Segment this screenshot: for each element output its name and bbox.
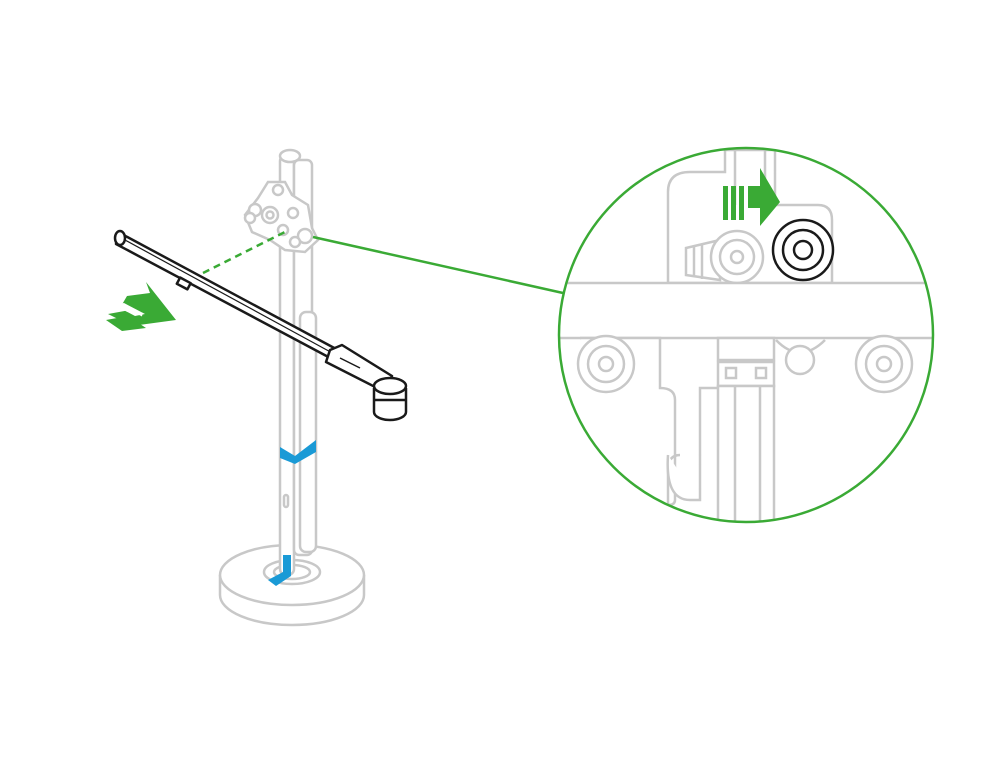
detail-callout-line: [312, 235, 564, 295]
push-direction-arrow-icon: [723, 168, 780, 226]
alignment-guide-dashed: [202, 230, 286, 275]
alignment-markers: [268, 440, 316, 586]
wheel-highlight: [771, 218, 835, 282]
push-direction-arrow-icon: [106, 282, 176, 331]
stand-pole: [278, 148, 318, 577]
lamp-arm: [113, 229, 408, 422]
detail-magnifier-circle: [557, 146, 935, 524]
mount-plate: [243, 180, 320, 254]
